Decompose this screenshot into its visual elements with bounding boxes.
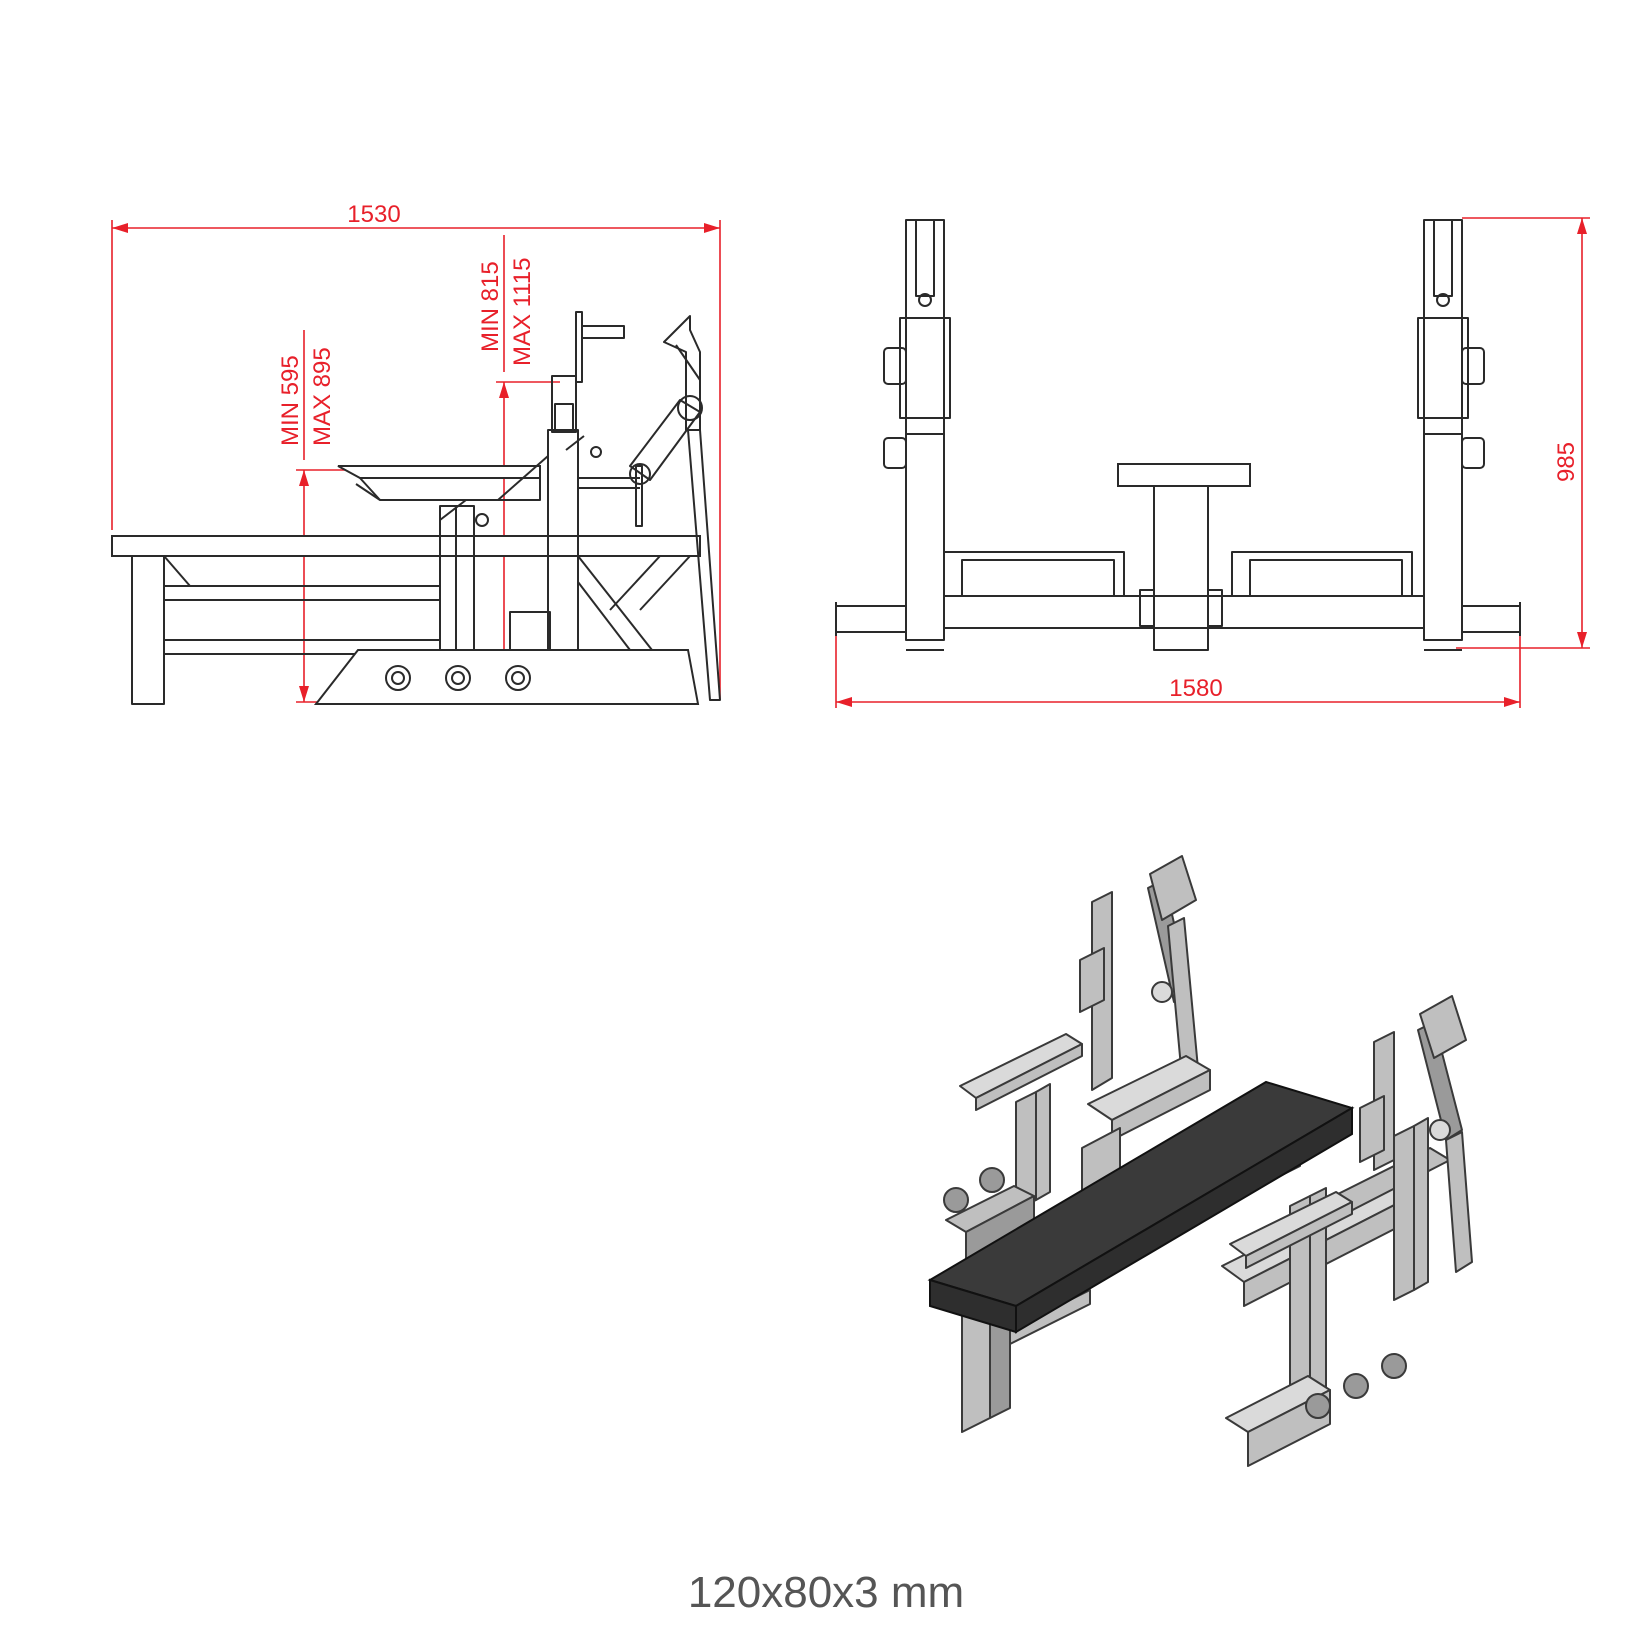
width-label: 1580 <box>1169 675 1222 702</box>
upright-height-dimension: MIN 815 MAX 1115 <box>477 235 560 702</box>
upright-min-label: MIN 815 <box>477 261 504 352</box>
front-bench-drawing <box>835 219 1521 651</box>
side-bench-drawing <box>111 311 721 705</box>
height-label: 985 <box>1553 442 1580 482</box>
side-view: 1530 MIN 595 MAX 895 MIN 815 MAX 1115 <box>111 201 721 705</box>
length-dimension: 1530 <box>111 201 721 700</box>
width-dimension: 1580 <box>835 610 1521 708</box>
caption: 120x80x3 mm <box>687 1568 965 1617</box>
isometric-view <box>927 855 1473 1467</box>
seat-height-dimension: MIN 595 MAX 895 <box>277 330 355 703</box>
seat-max-label: MAX 895 <box>309 347 336 446</box>
seat-min-label: MIN 595 <box>277 355 304 446</box>
front-view: 1580 985 <box>835 217 1590 708</box>
length-label: 1530 <box>347 201 400 228</box>
height-dimension: 985 <box>1456 217 1590 649</box>
upright-max-label: MAX 1115 <box>509 257 536 366</box>
